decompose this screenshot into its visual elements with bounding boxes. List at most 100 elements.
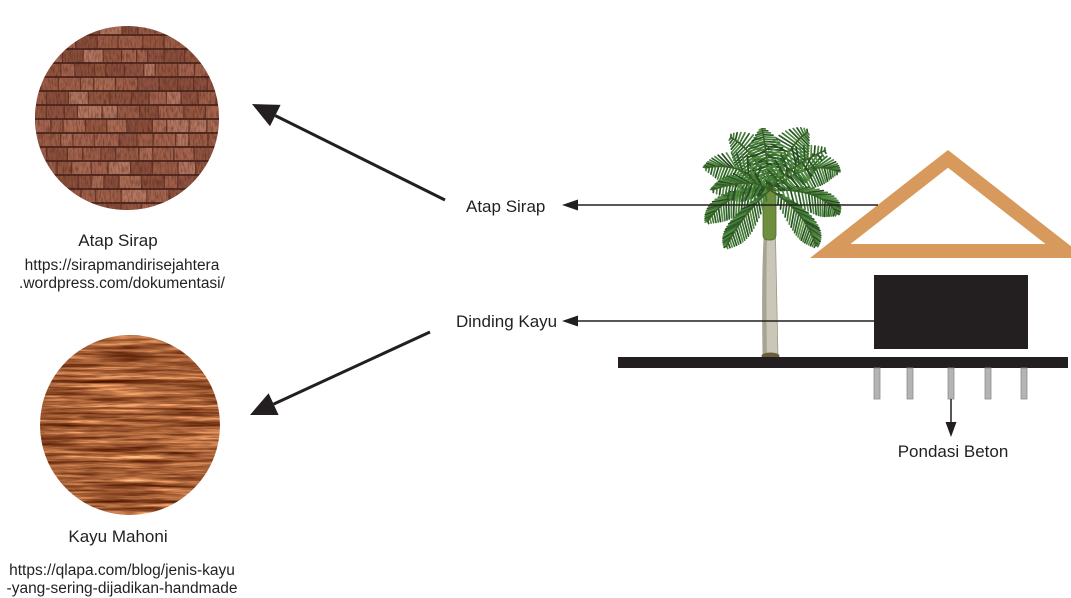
palm-leaflet [735,152,744,172]
palm-leaflet [783,150,793,171]
shingle-tile [218,64,219,76]
palm-frond [769,189,822,249]
shingle-tile [18,148,29,160]
foundation-pillar [906,367,914,400]
foundation-pillar [1020,367,1028,400]
palm-leaflet [751,207,757,226]
palm-frond-rachis [769,149,827,191]
shingle-tile [35,176,53,188]
palm-leaflet [782,199,786,214]
palm-leaflet [753,204,759,223]
palm-leaflet [801,161,813,177]
palm-leaflet [766,154,785,162]
arrow-roof-to-shingle-image-head [252,104,281,127]
palm-leaflet [756,185,765,197]
palm-leaflet [797,213,817,224]
palm-leaflet [777,179,789,191]
palm-leaflet [715,187,718,195]
palm-leaflet [809,168,819,187]
shingle-tile [221,148,237,160]
palm-leaflet [746,155,750,175]
shingle-tile [35,162,41,174]
palm-leaflet [707,160,720,168]
palm-leaflet [726,183,732,200]
palm-leaflet [797,187,816,193]
palm-leaflet [744,182,754,202]
palm-leaflet [798,163,811,180]
palm-leaflet [732,209,751,219]
shingle-tile [17,162,28,174]
palm-leaflet [796,172,808,189]
palm-leaflet [792,210,798,231]
palm-leaflet [762,133,774,137]
source-line: .wordpress.com/dokumentasi/ [19,275,225,292]
palm-leaflet [786,203,791,222]
palm-leaflet [732,147,747,162]
shingle-tile [16,176,34,188]
palm-leaflet [749,171,761,186]
palm-leaflet [795,210,815,221]
palm-leaflet [722,230,736,240]
palm-leaflet [803,159,815,174]
palm-leaflet [753,184,763,198]
palm-leaflet [732,233,738,247]
palm-leaflet [717,207,722,223]
palm-leaflet [821,198,840,204]
palm-leaflet [816,196,820,217]
palm-leaflet [732,196,736,218]
palm-leaflet [744,214,752,235]
palm-leaflet [721,153,735,169]
palm-leaflet [735,207,753,216]
shingle-tile [44,204,62,210]
arrow-foundation-label-head [945,422,957,437]
palm-leaflet [803,229,811,244]
palm-leaflet [704,207,720,214]
palm-leaflet [769,166,781,180]
palm-leaflet [745,171,758,185]
palm-leaflet [730,151,741,171]
palm-leaflet [739,222,746,242]
palm-leaflet [817,159,835,169]
palm-leaflet [806,158,817,171]
palm-leaflet [795,146,800,166]
palm-leaflet [756,129,764,134]
palm-leaflet [754,131,764,137]
palm-leaflet [710,165,714,175]
palm-leaflet [716,181,732,186]
palm-leaflet [789,189,795,205]
palm-leaflet [721,185,725,197]
palm-leaflet [764,193,768,202]
shingle-row-shadow [30,216,226,218]
shingle-tile [11,204,29,216]
palm-leaflet [729,139,737,147]
palm-leaflet [779,177,792,191]
palm-leaflet [740,219,748,240]
palm-leaflet [823,163,839,169]
shingle-tile [194,26,209,34]
shingle-tile [35,78,41,90]
palm-leaflet [763,138,779,141]
palm-leaflet [777,194,780,206]
palm-leaflet [762,136,777,139]
palm-leaflet [816,145,820,155]
palm-leaflet [729,212,749,222]
palm-frond-rachis [769,189,817,247]
palm-leaflet [828,167,832,180]
palm-leaflet [783,174,797,189]
shingle-tile [226,36,245,48]
shingle-grain [35,26,219,210]
palm-leaflet [723,222,741,233]
palm-leaflet [801,188,820,193]
palm-leaflet [777,156,788,175]
palm-leaflet [791,206,810,214]
palm-leaflet [753,133,765,139]
house-label-roof: Atap Sirap [466,197,546,216]
roof-shingle-image [11,26,245,218]
palm-leaflet [717,154,732,169]
palm-leaflet [747,182,756,201]
shingle-tile [42,36,54,48]
palm-leaflet [723,176,743,185]
palm-leaflet [817,166,826,185]
palm-leaflet [807,234,814,246]
